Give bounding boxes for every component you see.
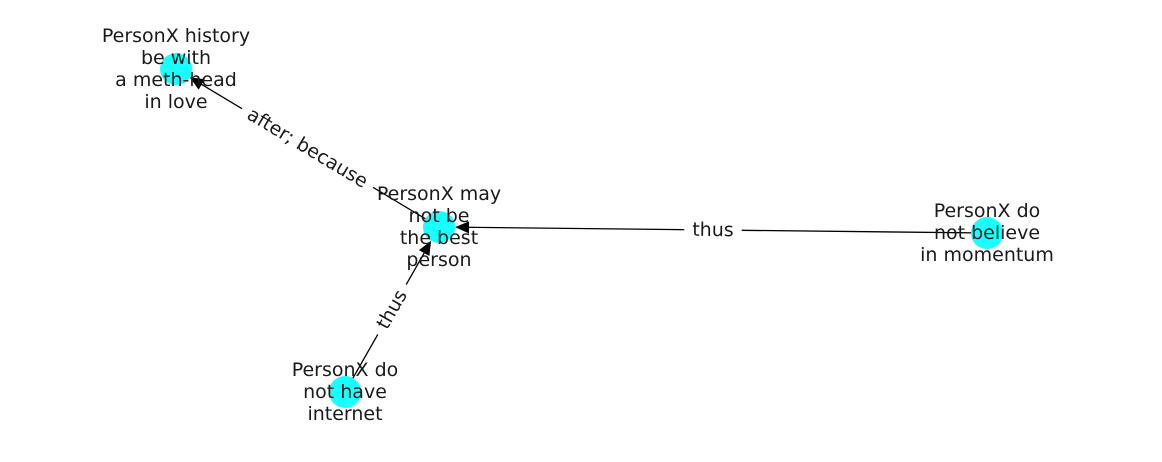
arrowhead-icon: [454, 221, 470, 234]
node-label-line: in love: [144, 91, 207, 113]
node-label-line: person: [406, 249, 471, 271]
edge-label-background: [366, 278, 418, 341]
edge-label-group: thus: [684, 216, 742, 244]
edge-label-background: [684, 216, 742, 244]
node-persona-history[interactable]: [160, 53, 192, 85]
node-persona-momentum[interactable]: [971, 217, 1003, 249]
edge-label: thus: [692, 219, 734, 241]
node-label-line: not have: [303, 381, 387, 403]
node-label-line: internet: [307, 403, 382, 425]
node-label-line: PersonX may: [377, 183, 501, 205]
node-dot: [971, 217, 1003, 249]
node-label-line: a meth-head: [115, 69, 237, 91]
node-persona-internet[interactable]: [329, 376, 361, 408]
node-label-line: PersonX do: [292, 359, 399, 381]
nodes-layer: [160, 53, 1003, 408]
arrowhead-icon: [189, 77, 205, 90]
edges-layer: [189, 77, 988, 393]
node-label-line: PersonX do: [934, 200, 1041, 222]
node-label-line: be with: [141, 47, 211, 69]
node-label-line: not believe: [934, 222, 1040, 244]
edge-label-group: thus: [366, 278, 418, 341]
node-label-line: not be: [409, 205, 470, 227]
arrowhead-icon: [418, 240, 432, 257]
node-label-line: PersonX history: [102, 25, 250, 47]
edge-label: after; because: [243, 103, 372, 192]
labels-layer: after; because thus thus PersonX historybe …: [102, 25, 1054, 425]
node-dot: [160, 53, 192, 85]
node-label-line: the best: [400, 227, 478, 249]
node-dot: [423, 211, 455, 243]
node-label-line: in momentum: [920, 244, 1054, 266]
edge-label-background: [235, 97, 380, 199]
node-persona-may-not-be[interactable]: [423, 211, 455, 243]
node-dot: [329, 376, 361, 408]
edge-label-group: after; because: [235, 97, 380, 199]
